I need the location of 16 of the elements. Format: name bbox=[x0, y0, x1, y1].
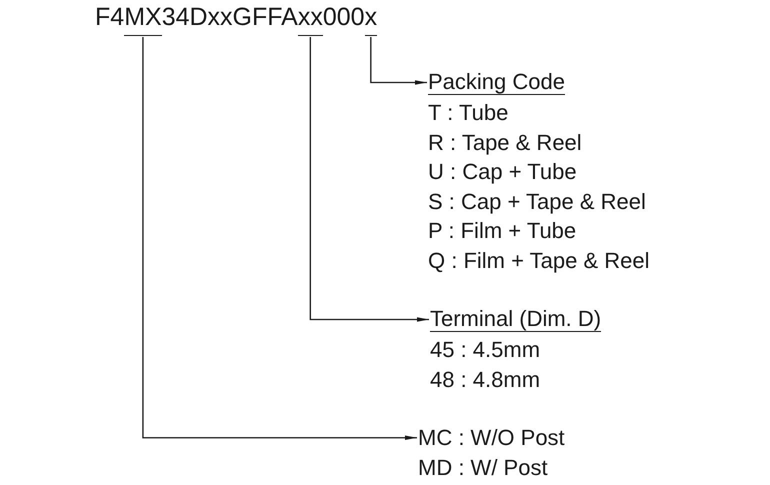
option-text: 45 : 4.5mm bbox=[430, 336, 540, 364]
section-heading: Terminal (Dim. D) bbox=[430, 307, 602, 332]
option-text: U : Cap + Tube bbox=[428, 158, 577, 186]
option-text: 48 : 4.8mm bbox=[430, 366, 540, 394]
option-text: Q : Film + Tape & Reel bbox=[428, 246, 650, 275]
option-text: MC : W/O Post bbox=[418, 424, 565, 452]
option-text: S : Cap + Tape & Reel bbox=[428, 188, 646, 216]
option-text: P : Film + Tube bbox=[428, 217, 576, 245]
part-number-text: F4MX34DxxGFFAxx000x bbox=[95, 2, 378, 37]
option-text: MD : W/ Post bbox=[418, 454, 548, 482]
option-text: T : Tube bbox=[428, 99, 508, 127]
leader-arrow bbox=[370, 37, 427, 85]
option-text: R : Tape & Reel bbox=[428, 128, 582, 157]
section-heading: Packing Code bbox=[428, 70, 565, 95]
leader-arrow bbox=[142, 37, 417, 440]
leader-arrow bbox=[310, 37, 429, 322]
